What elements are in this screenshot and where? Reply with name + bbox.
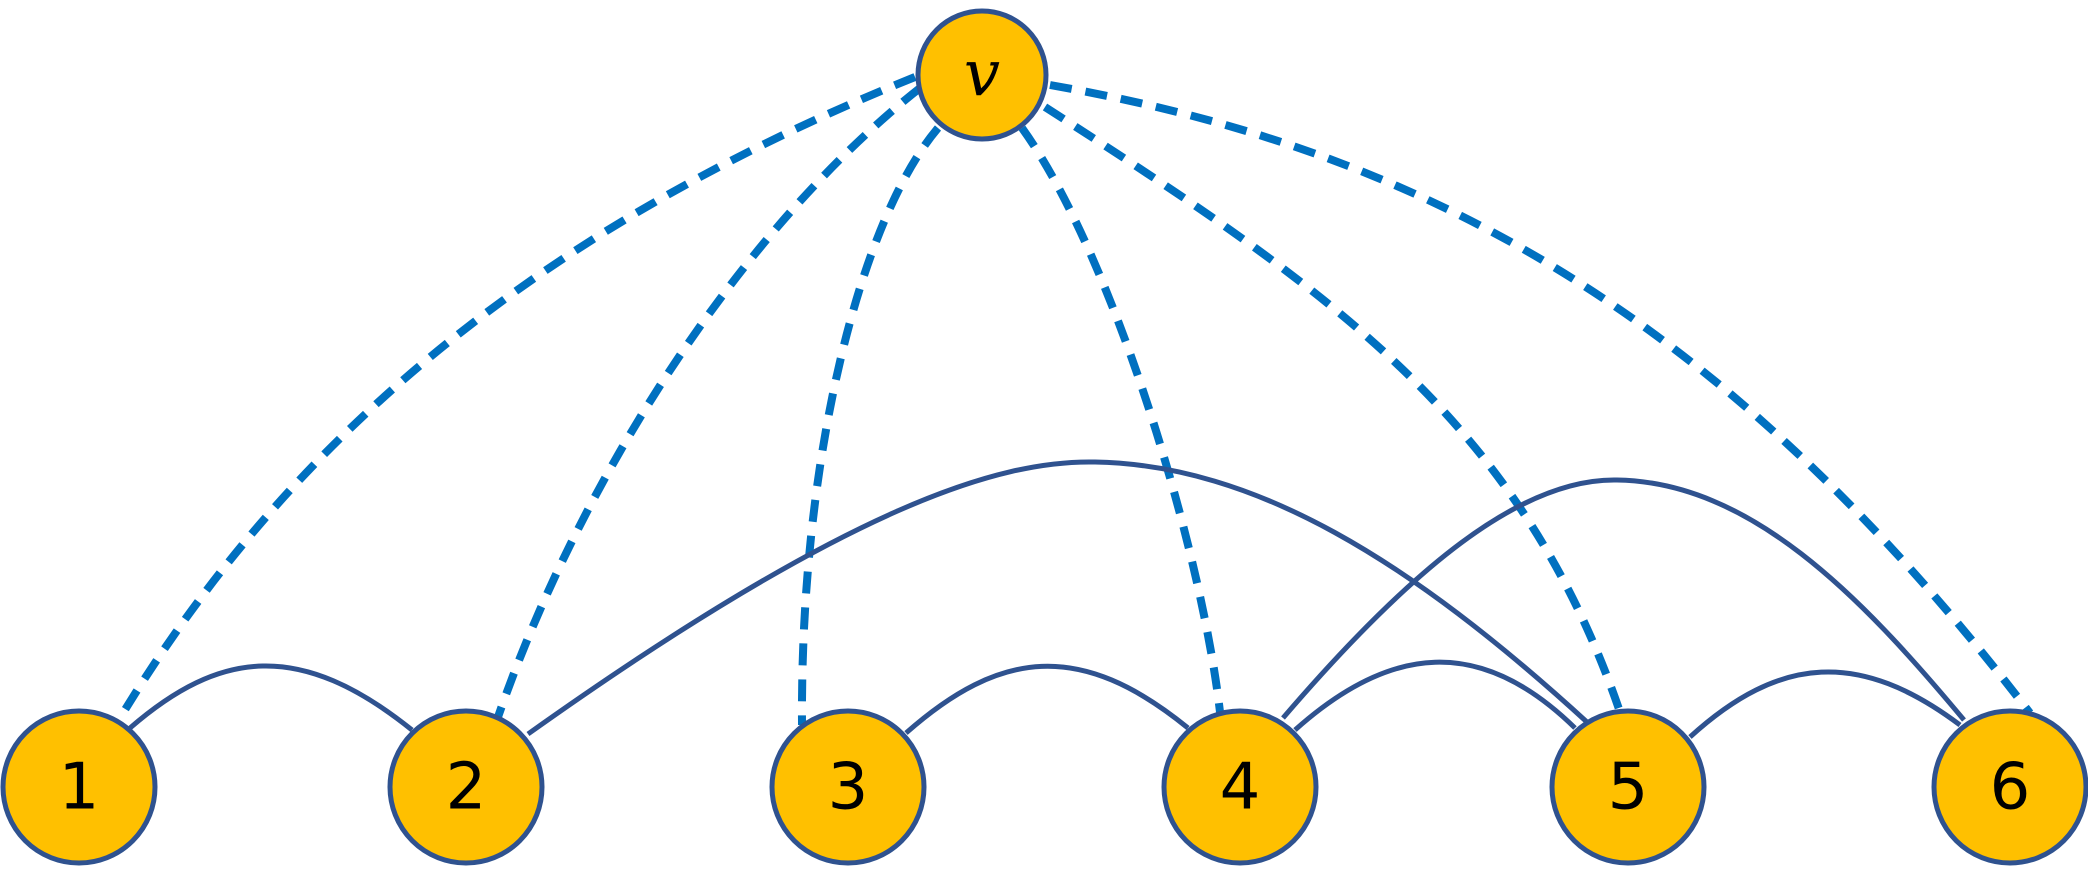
dashed-edges — [116, 73, 2034, 726]
dashed-edge-v-6 — [1049, 81, 2034, 716]
node-label-3: 3 — [828, 751, 869, 825]
node-circle-1 — [0, 708, 158, 866]
dashed-edge-v-4 — [1018, 125, 1224, 713]
solid-edge-5-6 — [1688, 669, 1962, 739]
dashed-edge-v-1 — [116, 73, 917, 721]
node-label-v: v — [964, 38, 1000, 112]
node-6: 6 — [1931, 708, 2088, 866]
solid-edge-4-5 — [1293, 659, 1577, 732]
node-v: v — [915, 8, 1049, 142]
solid-edges — [128, 459, 1966, 739]
node-label-4: 4 — [1220, 751, 1261, 825]
solid-edge-3-4 — [904, 663, 1190, 735]
nodes: v 1 2 3 4 5 6 — [0, 8, 2088, 866]
node-label-1: 1 — [59, 751, 100, 825]
node-4: 4 — [1161, 708, 1319, 866]
solid-edge-4-6 — [1281, 477, 1966, 722]
node-circle-3 — [769, 708, 927, 866]
node-label-5: 5 — [1608, 751, 1649, 825]
node-circle-v — [915, 8, 1049, 142]
node-circle-5 — [1549, 708, 1707, 866]
node-circle-4 — [1161, 708, 1319, 866]
node-circle-6 — [1931, 708, 2088, 866]
node-circle-2 — [387, 708, 545, 866]
node-3: 3 — [769, 708, 927, 866]
solid-edge-2-5 — [526, 459, 1590, 737]
solid-edge-1-2 — [128, 663, 414, 732]
node-2: 2 — [387, 708, 545, 866]
node-label-6: 6 — [1990, 751, 2031, 825]
dashed-edge-v-3 — [797, 125, 942, 726]
node-1: 1 — [0, 708, 158, 866]
node-5: 5 — [1549, 708, 1707, 866]
node-label-2: 2 — [446, 751, 487, 825]
dashed-edge-v-2 — [494, 84, 923, 719]
dashed-edge-v-5 — [1042, 103, 1624, 714]
